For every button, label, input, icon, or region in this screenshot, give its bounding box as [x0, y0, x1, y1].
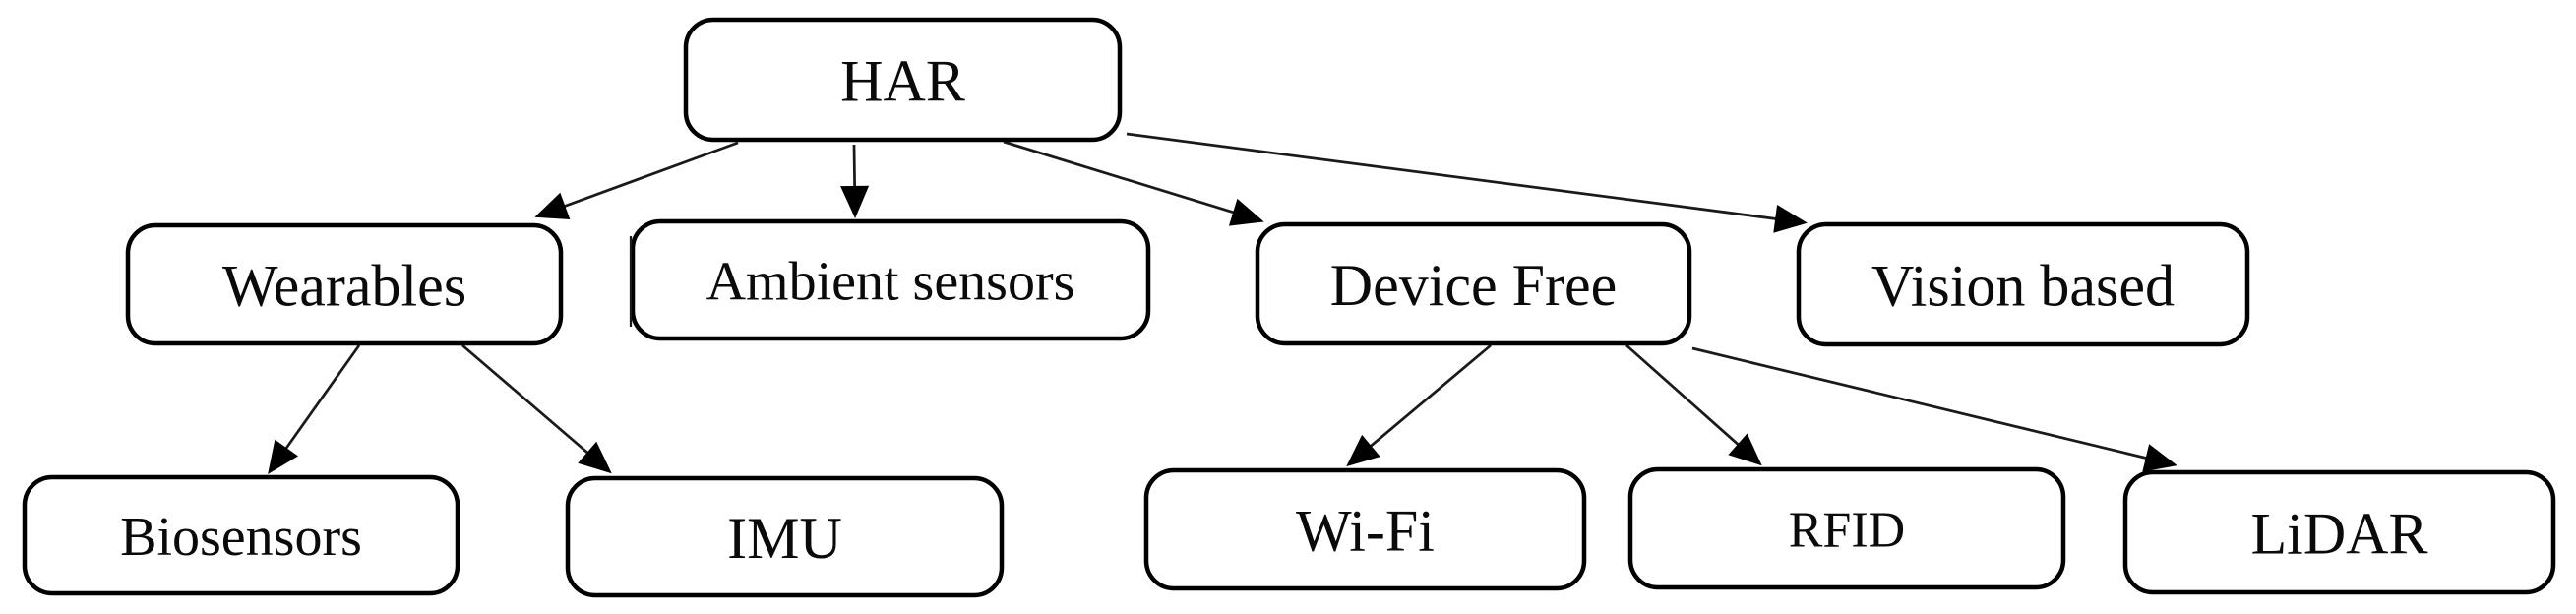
node-wearables: Wearables [125, 222, 564, 346]
edge-har-to-ambient-sensors [840, 144, 870, 218]
node-box-biosensors [22, 474, 460, 596]
edge-wearables-to-imu [461, 343, 612, 474]
node-box-wifi [1143, 467, 1587, 591]
edge-har-to-wearables [534, 141, 739, 219]
edge-device-free-to-rfid [1625, 343, 1762, 466]
node-biosensors: Biosensors [22, 474, 460, 596]
node-label-vision-based: Vision based [1871, 254, 2175, 319]
node-label-imu: IMU [727, 506, 842, 571]
edges-layer [268, 132, 2177, 475]
node-label-ambient-sensors: Ambient sensors [706, 252, 1075, 313]
node-box-rfid [1627, 466, 2066, 590]
node-lidar: LiDAR [2122, 469, 2556, 595]
node-box-vision-based [1796, 221, 2250, 347]
nodes-layer: HAR Wearables Ambient sensors Device Free Vi… [22, 17, 2556, 598]
node-har: HAR [683, 17, 1123, 143]
edge-har-to-vision-based [1126, 132, 1808, 233]
node-rfid: RFID [1627, 466, 2066, 590]
node-label-biosensors: Biosensors [120, 507, 362, 568]
node-label-lidar: LiDAR [2251, 502, 2428, 567]
node-box-imu [565, 475, 1005, 598]
node-label-wifi: Wi-Fi [1296, 499, 1435, 564]
node-label-har: HAR [840, 49, 965, 114]
edge-device-free-to-wifi [1346, 343, 1492, 467]
node-wifi: Wi-Fi [1143, 467, 1587, 591]
edge-device-free-to-lidar [1691, 346, 2177, 472]
node-label-rfid: RFID [1789, 503, 1905, 559]
node-box-wearables [125, 222, 564, 346]
node-box-har [683, 17, 1123, 143]
node-box-lidar [2122, 469, 2556, 595]
node-vision-based: Vision based [1796, 221, 2250, 347]
node-box-device-free [1255, 221, 1692, 346]
node-label-device-free: Device Free [1330, 253, 1618, 318]
node-ambient-sensors: Ambient sensors [630, 218, 1151, 341]
node-imu: IMU [565, 475, 1005, 598]
node-box-ambient-sensors [630, 218, 1151, 341]
node-device-free: Device Free [1255, 221, 1692, 346]
edge-wearables-to-biosensors [268, 344, 361, 475]
node-label-wearables: Wearables [222, 254, 466, 319]
edge-har-to-device-free [1003, 140, 1264, 226]
